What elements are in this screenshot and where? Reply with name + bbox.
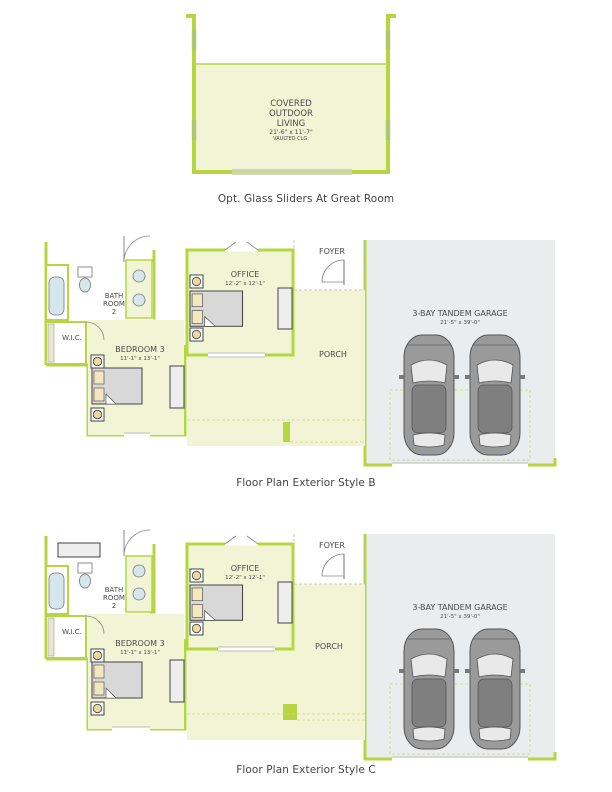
office-label: OFFICE [231, 270, 260, 279]
wic-label: W.I.C. [62, 334, 82, 342]
bath-label-line2: ROOM [103, 300, 125, 308]
bath-label-line3: 2 [112, 602, 116, 610]
caption-glass-sliders: Opt. Glass Sliders At Great Room [217, 193, 395, 205]
wic-label: W.I.C. [62, 628, 82, 636]
garage-area [365, 240, 555, 465]
bath-label-line3: 2 [112, 308, 116, 316]
bedroom-3-label: BEDROOM 3 [115, 345, 164, 354]
caption-style-c: Floor Plan Exterior Style C [236, 764, 376, 776]
covered-outdoor-living-plan: COVERED OUTDOOR LIVING 21'-6" x 11'-7" V… [186, 14, 396, 175]
outdoor-living-wall-right [352, 14, 396, 174]
outdoor-living-label-line2: OUTDOOR [269, 109, 313, 119]
outdoor-living-wall-left [186, 14, 232, 174]
office-dims: 12'-2" x 12'-1" [225, 575, 265, 581]
floor-plan-style-c: 3-BAY TANDEM GARAGE 21'-5" x 39'-0" PORC… [44, 529, 557, 761]
car-left [398, 628, 460, 750]
garage-label: 3-BAY TANDEM GARAGE [412, 309, 507, 318]
outdoor-living-label-line1: COVERED [270, 99, 312, 109]
bedroom-3-label: BEDROOM 3 [115, 639, 164, 648]
foyer-label: FOYER [319, 541, 345, 550]
bedroom-3-dims: 11'-1" x 13'-1" [120, 356, 160, 362]
foyer-label: FOYER [319, 247, 345, 256]
garage-dims: 21'-5" x 39'-0" [440, 320, 480, 326]
car-left [398, 334, 460, 456]
floor-plan-style-b: 3-BAY TANDEM GARAGE 21'-5" x 39'-0" PORC… [44, 235, 557, 467]
bedroom-3-dims: 11'-1" x 13'-1" [120, 650, 160, 656]
garage-dims: 21'-5" x 39'-0" [440, 614, 480, 620]
outdoor-living-dims: 21'-6" x 11'-7" [269, 129, 313, 136]
porch-label: PORCH [315, 642, 343, 651]
outdoor-living-floor [193, 63, 389, 173]
outdoor-living-note: VAULTED CLG. [273, 136, 309, 142]
porch-label: PORCH [319, 350, 347, 359]
garage-area [365, 534, 555, 759]
bath-label-line1: BATH [105, 292, 124, 300]
bath-label-line2: ROOM [103, 594, 125, 602]
bench [57, 542, 101, 558]
garage-label: 3-BAY TANDEM GARAGE [412, 603, 507, 612]
caption-style-b: Floor Plan Exterior Style B [236, 477, 376, 489]
car-right [464, 334, 526, 456]
bath-label-line1: BATH [105, 586, 124, 594]
outdoor-living-label-line3: LIVING [277, 119, 306, 129]
office-label: OFFICE [231, 564, 260, 573]
office-dims: 12'-2" x 12'-1" [225, 281, 265, 287]
car-right [464, 628, 526, 750]
